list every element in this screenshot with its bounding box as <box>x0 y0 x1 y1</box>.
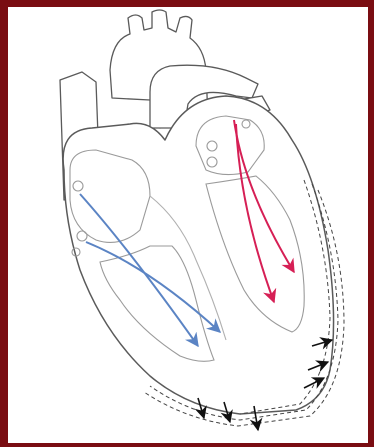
heart-outline <box>63 96 333 414</box>
